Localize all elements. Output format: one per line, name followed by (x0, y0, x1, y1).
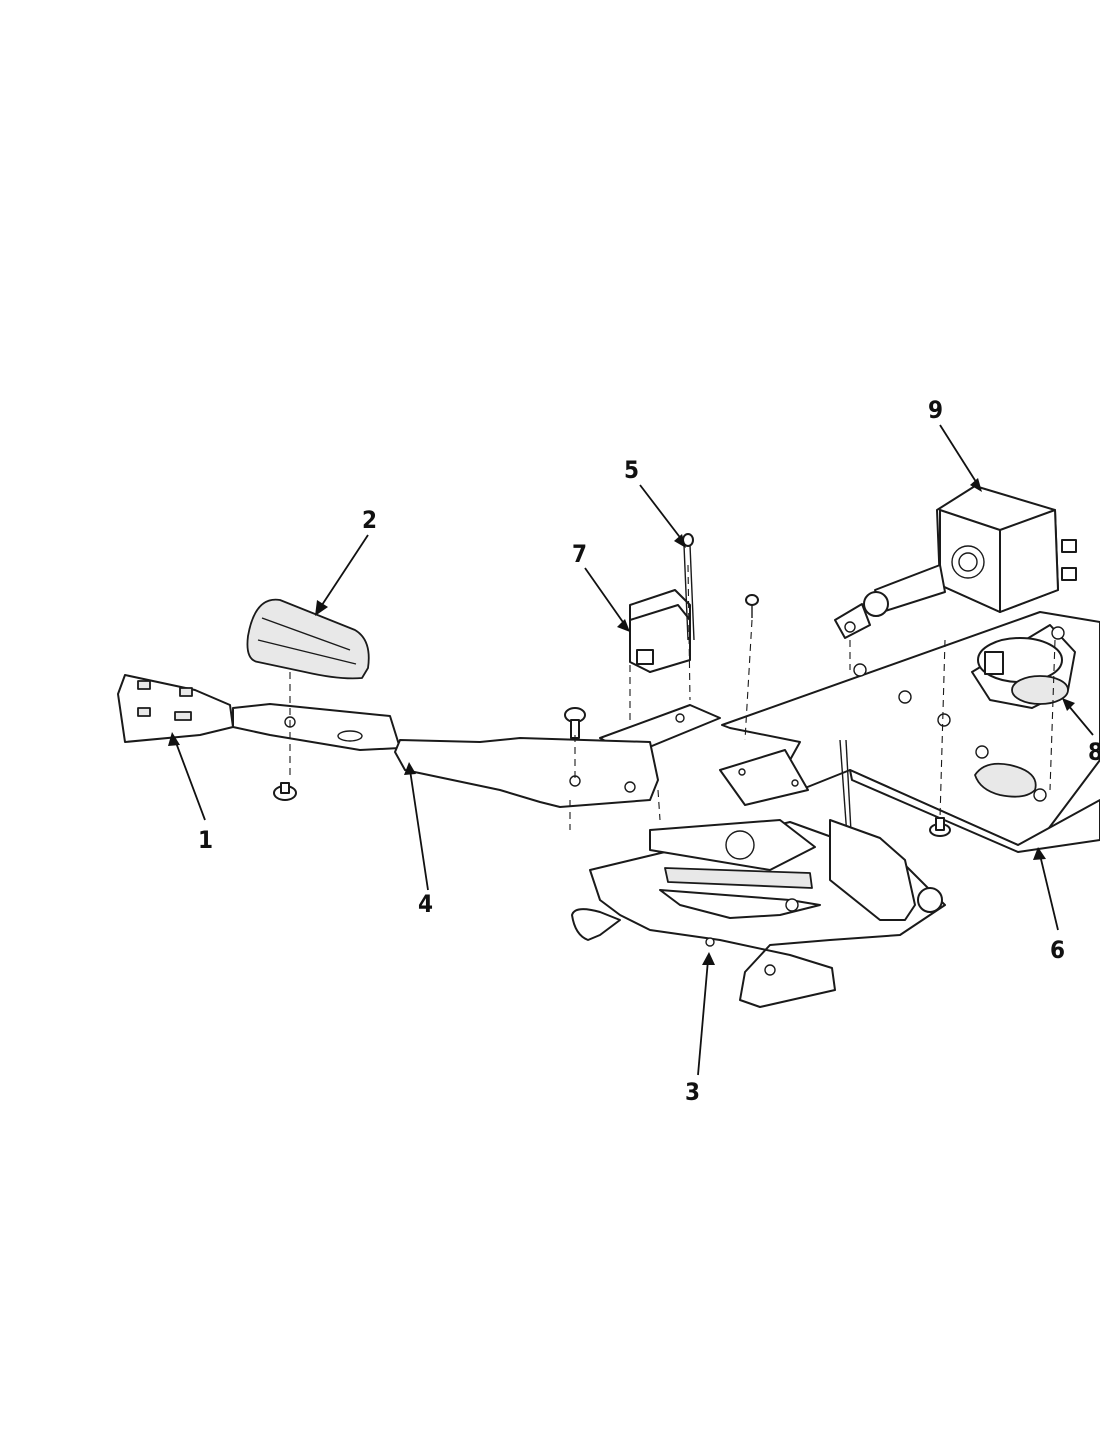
callout-label-7: 7 (572, 540, 587, 568)
callout-2: 2 (315, 506, 377, 616)
part-3-mechanism (571, 749, 946, 1008)
callout-label-3: 3 (685, 1078, 700, 1106)
callout-label-9: 9 (928, 396, 943, 424)
callout-3: 3 (685, 952, 715, 1106)
callout-label-6: 6 (1050, 936, 1065, 964)
callout-6: 6 (1033, 847, 1065, 964)
callout-4: 4 (404, 762, 433, 918)
callout-1: 1 (168, 732, 213, 854)
callout-label-4: 4 (418, 890, 433, 918)
callout-9: 9 (928, 396, 982, 492)
callout-label-5: 5 (624, 456, 639, 484)
part-2-knob (246, 598, 370, 680)
callout-5: 5 (624, 456, 686, 548)
callout-7: 7 (572, 540, 630, 632)
alignment-lines (289, 564, 1056, 830)
callout-label-8: 8 (1088, 738, 1100, 766)
callout-label-1: 1 (198, 826, 213, 854)
part-9-solenoid-valve (834, 485, 1077, 639)
part-8-switch (971, 624, 1076, 709)
callout-label-2: 2 (362, 506, 377, 534)
part-1-4-lever (117, 674, 659, 808)
callout-8: 8 (1062, 698, 1100, 766)
